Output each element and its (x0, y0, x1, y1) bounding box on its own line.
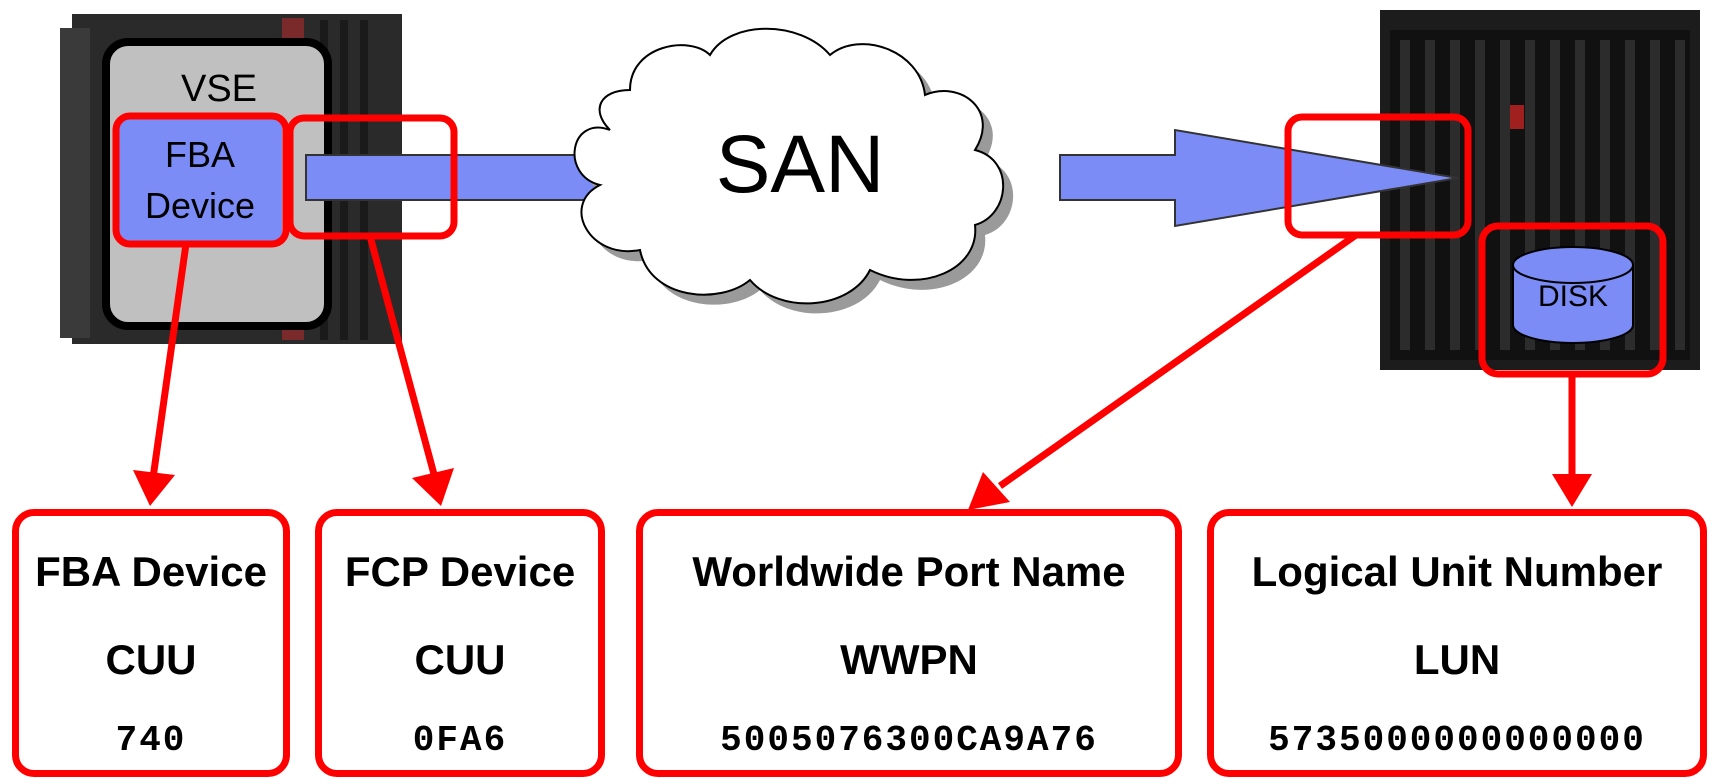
lun-info-value: 5735000000000000 (1268, 720, 1646, 761)
wwpn-info-title: Worldwide Port Name (692, 548, 1126, 595)
flow-arrow-right (1059, 128, 1459, 228)
storage-cabinet-image (1380, 10, 1700, 370)
fba-device-info-title: FBA Device (35, 548, 267, 595)
vse-label: VSE (180, 68, 258, 110)
wwpn-info-abbr: WWPN (840, 636, 978, 683)
fcp-device-info-title: FCP Device (344, 548, 576, 595)
fba-device-info-abbr: CUU (105, 636, 197, 683)
san-cloud (573, 27, 1005, 305)
fcp-device-info-value: 0FA6 (412, 720, 508, 761)
connector-fcp-head (412, 468, 454, 506)
fba-device-label-line2: Device (144, 185, 256, 226)
lun-info-box: Logical Unit Number LUN 5735000000000000 (1207, 509, 1707, 777)
san-label: SAN (715, 119, 885, 210)
disk-label: DISK (1537, 280, 1609, 313)
lun-info-title: Logical Unit Number (1251, 548, 1663, 595)
connector-fcp (366, 235, 439, 479)
fba-device-label-line1: FBA (164, 134, 235, 175)
connector-fba-head (133, 470, 175, 506)
fcp-device-info-abbr: CUU (414, 636, 506, 683)
fba-device-info-value: 740 (115, 720, 187, 761)
connector-wwpn (997, 232, 1359, 489)
connector-lun-head (1552, 474, 1592, 507)
fcp-device-info-box: FCP Device CUU 0FA6 (315, 509, 605, 777)
flow-bar-left (305, 154, 627, 201)
fba-device-highlight (112, 112, 290, 248)
fba-device-info-box: FBA Device CUU 740 (12, 509, 290, 777)
disk-cylinder (1512, 246, 1634, 344)
connector-fba (149, 243, 190, 479)
wwpn-info-value: 5005076300CA9A76 (720, 720, 1098, 761)
fba-device-block (118, 118, 282, 242)
connector-wwpn-head (968, 472, 1010, 510)
lun-info-abbr: LUN (1413, 636, 1501, 683)
wwpn-info-box: Worldwide Port Name WWPN 5005076300CA9A7… (636, 509, 1182, 777)
storage-port-highlight (1284, 113, 1472, 239)
